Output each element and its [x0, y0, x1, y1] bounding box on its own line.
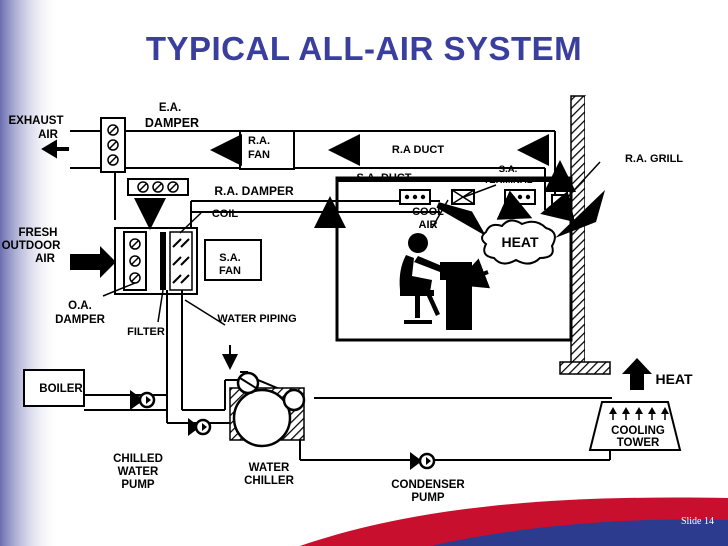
ra-duct-label: R.A DUCT	[392, 144, 444, 156]
oa-damper-label: O.A.	[68, 300, 92, 312]
air-handling-unit	[114, 227, 262, 295]
cooling-tower-label: COOLING	[611, 425, 665, 437]
sa-terminal-label-2: TERMINAL	[483, 175, 532, 186]
ra-damper	[127, 178, 189, 196]
cooling-tower-label-2: TOWER	[617, 437, 660, 449]
chilled-pump-label-3: PUMP	[121, 479, 155, 491]
fresh-air-label-3: AIR	[35, 253, 56, 265]
slide-title: TYPICAL ALL-AIR SYSTEM	[145, 30, 583, 67]
chilled-water-pump	[188, 418, 212, 436]
heat-room-label: HEAT	[501, 234, 539, 250]
cool-air-label: COOL	[412, 206, 444, 218]
boiler-box	[23, 369, 85, 407]
cool-air-label-2: AIR	[419, 219, 438, 231]
person-at-desk	[399, 233, 472, 330]
water-chiller	[229, 371, 306, 448]
water-piping	[84, 290, 610, 461]
filter-label: FILTER	[127, 326, 165, 338]
ea-damper-label: E.A.	[159, 102, 181, 114]
condenser-pump-label: CONDENSER	[391, 479, 465, 491]
ra-damper-label: R.A. DAMPER	[214, 184, 294, 198]
water-chiller-label-2: CHILLER	[244, 475, 295, 487]
sa-fan-label-2: FAN	[219, 265, 241, 277]
sa-duct-label: S.A. DUCT	[357, 172, 412, 184]
ra-fan-label-2: FAN	[248, 149, 270, 161]
ra-fan-label: R.A.	[248, 135, 270, 147]
fresh-air-label-2: OUTDOOR	[2, 240, 61, 252]
building-wall	[559, 95, 611, 375]
sa-terminal	[399, 189, 536, 205]
cooling-tower	[588, 358, 682, 451]
boiler-pump	[130, 390, 156, 410]
left-accent-gradient	[0, 0, 60, 546]
slide-number: Slide 14	[680, 516, 714, 527]
heat-up-arrow	[622, 358, 652, 390]
ra-grill-label: R.A. GRILL	[625, 153, 683, 165]
labels: EXHAUST AIR E.A. DAMPER R.A. FAN R.A DUC…	[2, 102, 693, 504]
leader-lines	[102, 161, 601, 326]
ea-damper	[100, 117, 126, 173]
sa-terminal-label: S.A.	[499, 164, 517, 175]
boiler-label: BOILER	[39, 383, 83, 395]
chilled-pump-label: CHILLED	[113, 453, 163, 465]
filter-element	[160, 232, 166, 290]
fresh-air-arrow	[70, 246, 116, 278]
sa-fan-label: S.A.	[219, 252, 240, 264]
blue-swoosh	[430, 519, 728, 546]
coil-label: COIL	[212, 208, 239, 220]
water-chiller-label: WATER	[249, 462, 290, 474]
exhaust-air-label-2: AIR	[38, 129, 59, 141]
condenser-pump-label-2: PUMP	[411, 492, 445, 504]
oa-damper-label-2: DAMPER	[55, 314, 106, 326]
fresh-air-label: FRESH	[19, 227, 58, 239]
water-piping-label: WATER PIPING	[217, 313, 296, 325]
sa-fan-box	[204, 239, 262, 281]
room-ceiling	[337, 178, 571, 182]
exhaust-air-label: EXHAUST	[9, 115, 64, 127]
chilled-pump-label-2: WATER	[118, 466, 159, 478]
condenser-pump	[410, 452, 436, 470]
ea-damper-label-2: DAMPER	[145, 116, 199, 130]
ra-fan-box	[239, 130, 295, 170]
heat-cloud	[481, 219, 556, 265]
heat-out-label: HEAT	[655, 371, 693, 387]
